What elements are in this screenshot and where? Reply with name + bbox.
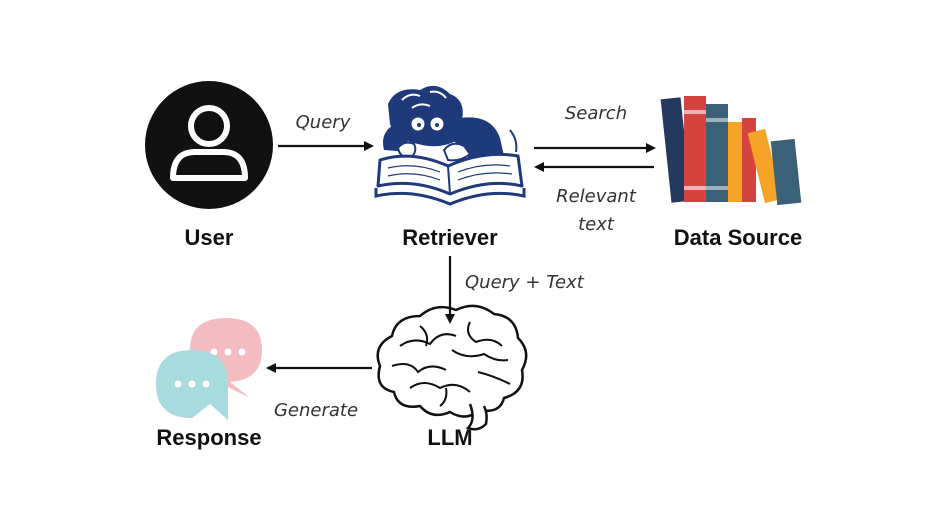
data-source-label: Data Source	[674, 225, 802, 250]
edge-label-search: Search	[565, 103, 627, 124]
user-avatar-icon	[145, 81, 273, 209]
data-source-node: Data Source	[660, 96, 802, 250]
edge-label-text: text	[578, 214, 615, 235]
response-node: Response	[156, 318, 262, 450]
retriever-label: Retriever	[402, 225, 498, 250]
edge-query-plus-text: Query + Text	[445, 256, 585, 324]
edge-search: Search	[534, 103, 656, 153]
reader-with-book-icon	[374, 85, 526, 206]
edge-query: Query	[278, 112, 374, 151]
user-node: User	[145, 81, 273, 250]
edge-generate: Generate	[266, 363, 372, 421]
user-label: User	[185, 225, 234, 250]
edge-label-query-plus-text: Query + Text	[465, 272, 585, 293]
retriever-node: Retriever	[374, 85, 526, 250]
llm-label: LLM	[427, 425, 472, 450]
response-label: Response	[156, 425, 261, 450]
llm-node: LLM	[376, 304, 528, 450]
edge-label-generate: Generate	[274, 400, 358, 421]
chat-bubbles-icon	[156, 318, 262, 420]
brain-icon	[376, 304, 528, 431]
edge-relevant-text: Relevant text	[534, 162, 654, 235]
edge-label-relevant: Relevant	[556, 186, 637, 207]
books-icon	[660, 96, 802, 206]
edge-label-query: Query	[296, 112, 351, 133]
